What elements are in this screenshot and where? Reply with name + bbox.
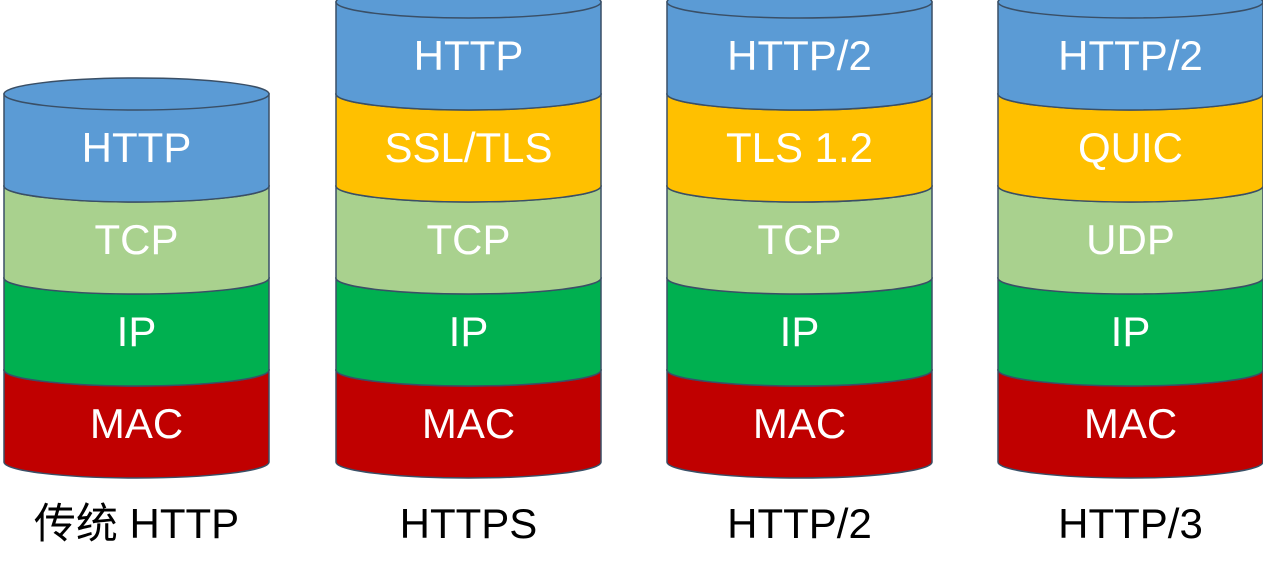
layer-label: QUIC	[1078, 124, 1183, 171]
layer-body	[335, 277, 602, 387]
layer-top	[335, 0, 602, 19]
layer-body	[335, 1, 602, 111]
layer-label: MAC	[753, 400, 846, 447]
layer-top	[666, 0, 933, 19]
layer-label: IP	[1111, 308, 1151, 355]
layer-body	[335, 93, 602, 203]
layer-body	[997, 185, 1263, 295]
layer-label: TLS 1.2	[726, 124, 873, 171]
layer-body	[3, 369, 270, 479]
layer-body	[3, 185, 270, 295]
layer-label: UDP	[1086, 216, 1175, 263]
layer-label: TCP	[95, 216, 179, 263]
layer-body	[997, 93, 1263, 203]
layer-label: MAC	[1084, 400, 1177, 447]
layer-body	[3, 93, 270, 203]
layer-label: IP	[117, 308, 157, 355]
layer-body	[666, 93, 933, 203]
layer-label: HTTP/2	[727, 32, 872, 79]
layer-body	[997, 1, 1263, 111]
layer-body	[997, 277, 1263, 387]
layer-body	[666, 185, 933, 295]
layer-label: TCP	[758, 216, 842, 263]
layer-body	[997, 369, 1263, 479]
layer-label: SSL/TLS	[384, 124, 552, 171]
protocol-stack-2: MAC IP TCP SSL/TLS HTTP HTTPS	[335, 0, 602, 547]
layer-label: MAC	[422, 400, 515, 447]
layer-body	[335, 185, 602, 295]
layer-body	[3, 277, 270, 387]
layer-label: TCP	[427, 216, 511, 263]
layer-http: HTTP	[3, 77, 270, 203]
layer-http-2: HTTP/2	[997, 0, 1263, 111]
layer-label: HTTP/2	[1058, 32, 1203, 79]
stack-label: HTTP/2	[727, 500, 872, 547]
stack-label: HTTP/3	[1058, 500, 1203, 547]
protocol-stack-1: MAC IP TCP HTTP 传统 HTTP	[3, 77, 270, 547]
layer-label: HTTP	[414, 32, 524, 79]
layer-body	[666, 277, 933, 387]
layer-body	[666, 1, 933, 111]
layer-label: MAC	[90, 400, 183, 447]
layer-label: IP	[780, 308, 820, 355]
stack-label: 传统 HTTP	[34, 500, 239, 547]
layer-body	[666, 369, 933, 479]
layer-label: IP	[449, 308, 489, 355]
layer-body	[335, 369, 602, 479]
layer-top	[3, 77, 270, 111]
layer-http-2: HTTP/2	[666, 0, 933, 111]
layer-http: HTTP	[335, 0, 602, 111]
stack-label: HTTPS	[400, 500, 538, 547]
layer-top	[997, 0, 1263, 19]
layer-label: HTTP	[82, 124, 192, 171]
